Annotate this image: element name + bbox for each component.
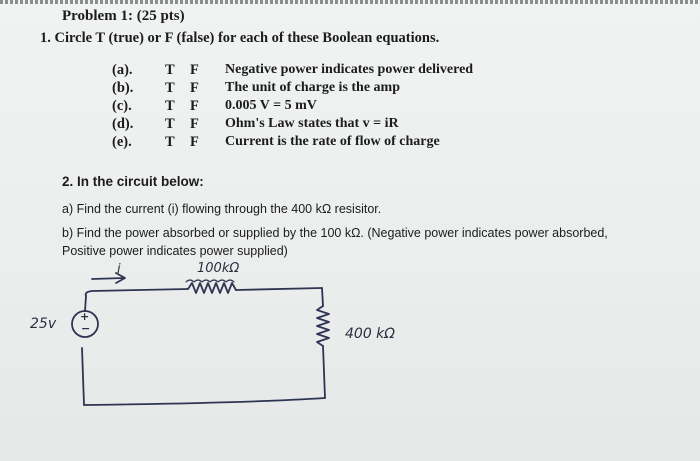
item-letter: (d). <box>112 116 134 132</box>
source-voltage-label: 25v <box>30 316 57 332</box>
source-minus-sign: − <box>81 322 91 335</box>
tf-choices[interactable]: T F <box>165 116 205 132</box>
top-right-wire <box>235 287 323 291</box>
question-1-text: 1. Circle T (true) or F (false) for each… <box>40 30 440 46</box>
item-letter: (a). <box>112 62 133 78</box>
right-lower-wire <box>322 345 326 399</box>
left-lower-wire <box>81 347 85 406</box>
tf-choices[interactable]: T F <box>165 134 205 150</box>
bottom-wire <box>83 397 326 406</box>
question-2-part-b-line2: Positive power indicates power supplied) <box>62 244 288 258</box>
problem-title: Problem 1: (25 pts) <box>62 8 185 24</box>
top-resistor-symbol <box>187 282 237 294</box>
right-upper-wire <box>321 287 324 307</box>
right-resistor-symbol <box>316 305 330 347</box>
item-statement: Current is the rate of flow of charge <box>225 134 440 149</box>
tf-choices[interactable]: T F <box>165 80 205 96</box>
top-left-wire <box>84 288 189 297</box>
current-arrow <box>91 277 125 280</box>
item-letter: (c). <box>112 98 132 114</box>
resistor-label-underline <box>185 279 235 283</box>
current-label: i <box>117 262 121 277</box>
question-2-part-a: a) Find the current (i) flowing through … <box>62 202 382 216</box>
page-top-edge <box>0 0 700 4</box>
item-statement: Negative power indicates power delivered <box>225 62 474 77</box>
item-letter: (b). <box>112 80 134 96</box>
tf-choices[interactable]: T F <box>165 98 205 114</box>
item-statement: Ohm's Law states that v = iR <box>225 116 399 131</box>
right-resistor-label: 400 kΩ <box>345 326 395 342</box>
item-statement: The unit of charge is the amp <box>225 80 400 95</box>
question-2-heading: 2. In the circuit below: <box>62 174 204 189</box>
tf-choices[interactable]: T F <box>165 62 205 78</box>
item-statement: 0.005 V = 5 mV <box>225 98 317 113</box>
item-letter: (e). <box>112 134 132 150</box>
source-plus-sign: + <box>80 310 90 323</box>
current-arrow-head <box>115 272 126 284</box>
left-upper-wire <box>84 295 87 312</box>
top-resistor-label: 100kΩ <box>197 261 240 276</box>
question-2-part-b-line1: b) Find the power absorbed or supplied b… <box>62 226 608 240</box>
